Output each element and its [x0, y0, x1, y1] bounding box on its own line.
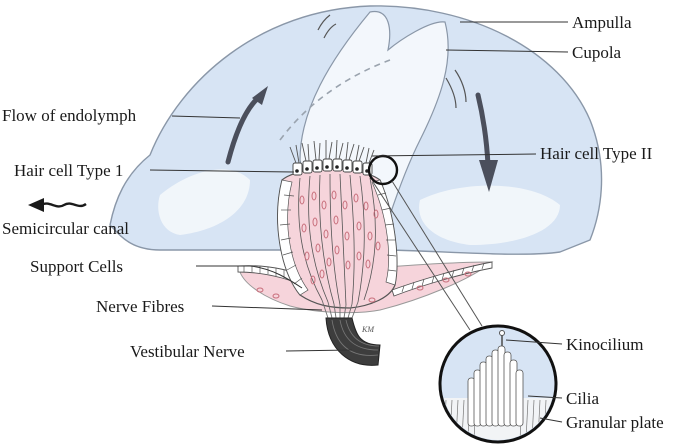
leader-hair-1	[149, 169, 295, 173]
leader-flow	[171, 115, 241, 119]
hair-cell-columns	[298, 173, 376, 306]
label-nerve-fibres: Nerve Fibres	[96, 297, 184, 316]
magnifier-line-right	[391, 180, 483, 327]
cupola-displacement-dash	[279, 59, 391, 141]
flow-arrow-down-icon	[475, 92, 491, 168]
label-flow-of-endolymph: Flow of endolymph	[2, 106, 137, 125]
flow-arrow-up-head	[252, 86, 268, 105]
leader-cilia	[527, 395, 563, 399]
label-hair-cell-type-1: Hair cell Type 1	[14, 161, 123, 180]
leader-hair-2	[371, 153, 537, 157]
label-hair-cell-type-2: Hair cell Type II	[540, 144, 653, 163]
vestibular-nerve-lines	[331, 319, 380, 356]
label-cilia: Cilia	[566, 389, 600, 408]
leader-kinocilium	[505, 339, 563, 345]
label-support-cells: Support Cells	[30, 257, 123, 276]
kinocilium-tip	[499, 330, 505, 336]
magnifier-line-left	[372, 181, 471, 331]
label-ampulla: Ampulla	[572, 13, 632, 32]
leader-lines	[149, 21, 569, 423]
leader-nerve-fibres	[211, 305, 323, 311]
label-vestibular-nerve: Vestibular Nerve	[130, 342, 245, 361]
endolymph-highlight-right	[419, 185, 560, 245]
cell-nuclei	[256, 190, 472, 303]
leader-cupola	[445, 49, 569, 53]
semicircular-canal-arrow-head	[28, 198, 44, 212]
motion-stroke-4	[445, 77, 457, 109]
motion-stroke-1	[317, 14, 331, 31]
label-kinocilium: Kinocilium	[566, 335, 643, 354]
endolymph-highlight-left	[158, 169, 250, 235]
motion-stroke-3	[454, 69, 467, 103]
leader-granular	[539, 417, 563, 423]
label-granular-plate: Granular plate	[566, 413, 664, 432]
support-cell-walls	[277, 179, 398, 296]
hair-cell-cilia	[289, 139, 375, 164]
semicircular-canal-arrow-icon	[39, 202, 87, 208]
flow-arrow-up-icon	[225, 95, 261, 165]
motion-stroke-2	[323, 23, 337, 39]
vestibular-nerve	[325, 317, 381, 366]
stereocilia-bundle	[467, 345, 524, 427]
leader-vestibular	[285, 349, 353, 352]
leader-support	[196, 265, 303, 289]
flow-arrow-down-head	[479, 160, 498, 192]
artist-signature: KM	[361, 325, 375, 334]
label-cupola: Cupola	[572, 43, 622, 62]
label-semicircular-canal: Semicircular canal	[2, 219, 129, 238]
nerve-fibre-lines	[321, 299, 359, 319]
